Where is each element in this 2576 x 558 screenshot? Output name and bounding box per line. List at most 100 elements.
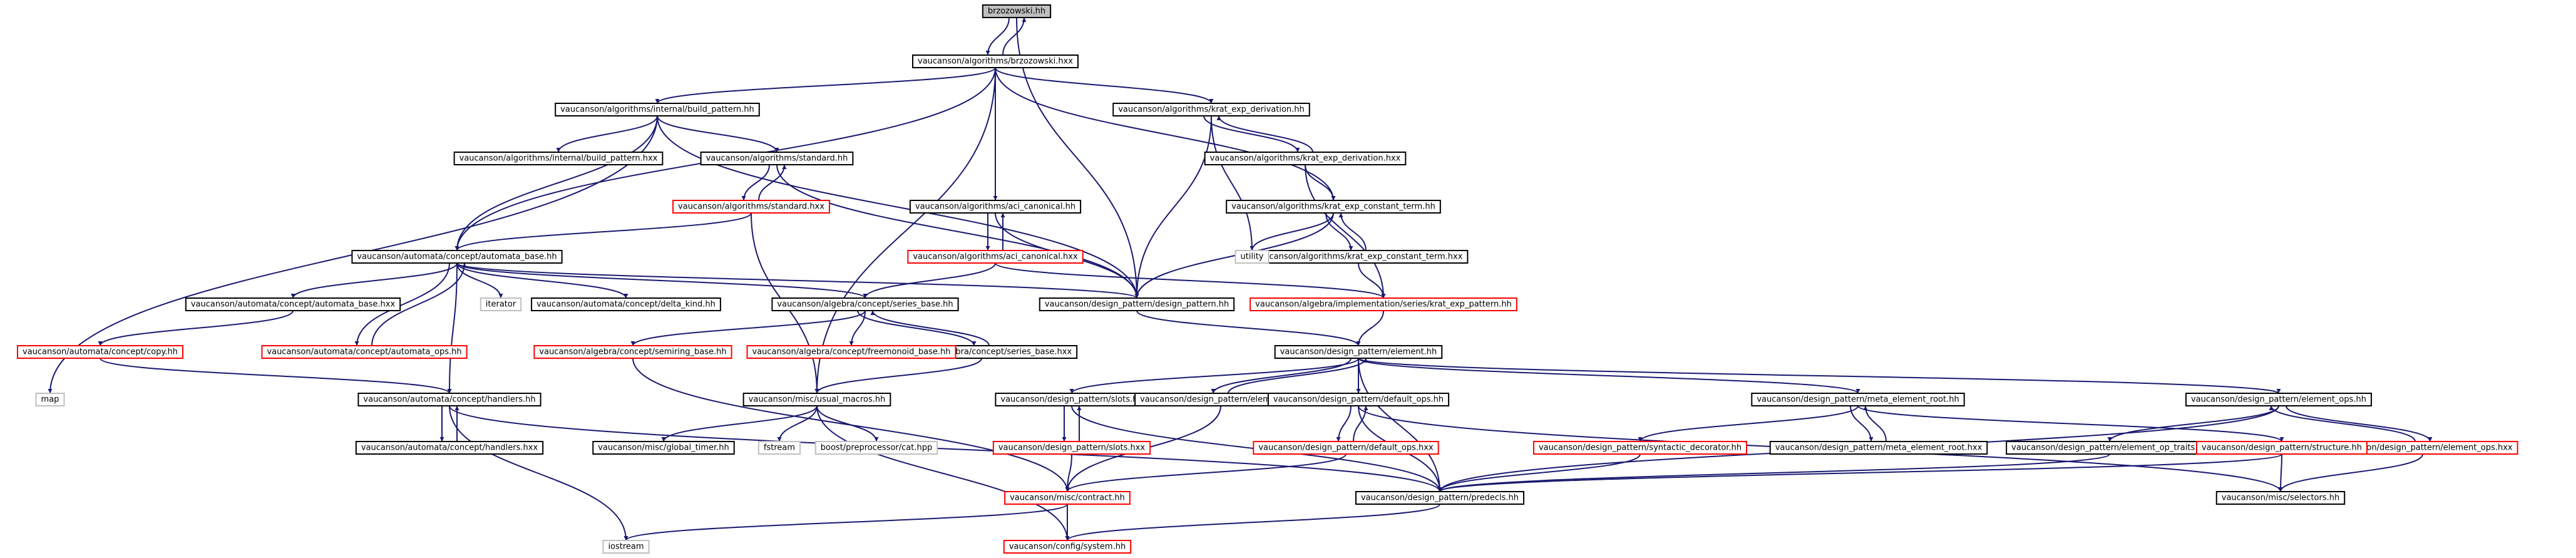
node-brz[interactable]: brzozowski.hh xyxy=(982,4,1052,18)
node-buildpathxx[interactable]: vaucanson/algorithms/internal/build_patt… xyxy=(453,152,664,165)
node-label: vaucanson/design_pattern/slots.hh xyxy=(1000,395,1142,405)
node-sbase[interactable]: vaucanson/algebra/concept/series_base.hh xyxy=(771,297,959,311)
node-label: vaucanson/config/system.hh xyxy=(1009,542,1126,552)
node-box xyxy=(1769,441,1988,455)
node-box xyxy=(1204,152,1407,165)
node-copy[interactable]: vaucanson/automata/concept/copy.hh xyxy=(17,345,183,359)
node-box xyxy=(602,540,650,554)
node-label: vaucanson/design_pattern/element_op_trai… xyxy=(2011,443,2208,453)
edge-elementhxx-to-element xyxy=(1228,358,1368,394)
node-defopshxx[interactable]: vaucanson/design_pattern/default_ops.hxx xyxy=(1253,441,1439,455)
edge-handlers-to-iostream xyxy=(449,405,629,541)
node-element[interactable]: vaucanson/design_pattern/element.hh xyxy=(1274,345,1443,359)
node-label: vaucanson/algebra/concept/semiring_base.… xyxy=(539,348,726,357)
node-metahxx[interactable]: vaucanson/design_pattern/meta_element_ro… xyxy=(1769,441,1988,455)
edge-buildpat-to-buildpathxx xyxy=(556,115,658,153)
edge-buildpat-to-dpat xyxy=(657,115,1139,299)
node-syntactic[interactable]: vaucanson/design_pattern/syntactic_decor… xyxy=(1532,441,1748,455)
node-dpat[interactable]: vaucanson/design_pattern/design_pattern.… xyxy=(1039,297,1235,311)
node-brzhxx[interactable]: vaucanson/algorithms/brzozowski.hxx xyxy=(912,54,1079,68)
edge-abase-to-abasehxx xyxy=(290,262,458,299)
node-box xyxy=(261,345,468,359)
node-box xyxy=(351,250,563,264)
edge-usual-to-fstream xyxy=(777,405,818,442)
node-label: map xyxy=(41,395,59,405)
edge-abase-to-delta xyxy=(456,262,629,299)
node-label: vaucanson/automata/concept/copy.hh xyxy=(23,348,178,357)
node-structure[interactable]: vaucanson/design_pattern/structure.hh xyxy=(2196,441,2368,455)
node-defops[interactable]: vaucanson/design_pattern/default_ops.hh xyxy=(1267,393,1450,406)
node-box xyxy=(1267,393,1450,406)
edge-contract-to-iostream xyxy=(623,504,1068,541)
node-standardhxx[interactable]: vaucanson/algorithms/standard.hxx xyxy=(672,200,830,214)
node-predecls[interactable]: vaucanson/design_pattern/predecls.hh xyxy=(1355,491,1525,505)
node-elophxx[interactable]: vaucanson/design_pattern/element_ops.hxx xyxy=(2327,441,2518,455)
node-label: vaucanson/automata/concept/automata_ops.… xyxy=(267,348,461,357)
node-aci[interactable]: vaucanson/algorithms/aci_canonical.hh xyxy=(909,200,1082,214)
edge-meta-to-metahxx xyxy=(1850,405,1874,442)
edge-elophxx-to-selectors xyxy=(2278,453,2423,492)
node-contract[interactable]: vaucanson/misc/contract.hh xyxy=(1004,491,1131,505)
node-system[interactable]: vaucanson/config/system.hh xyxy=(1003,540,1132,554)
edge-sbase-to-freemon xyxy=(849,310,866,346)
node-label: vaucanson/design_pattern/design_pattern.… xyxy=(1045,300,1229,309)
node-slots[interactable]: vaucanson/design_pattern/slots.hh xyxy=(995,393,1149,406)
edge-copy-to-handlers xyxy=(100,358,452,394)
node-optraits[interactable]: vaucanson/design_pattern/element_op_trai… xyxy=(2006,441,2214,455)
node-handlers[interactable]: vaucanson/automata/concept/handlers.hh xyxy=(357,393,541,406)
edge-kder-to-dpat xyxy=(1134,115,1212,299)
node-freemon[interactable]: vaucanson/algebra/concept/freemonoid_bas… xyxy=(746,345,957,359)
node-kderhxx[interactable]: vaucanson/algorithms/krat_exp_derivation… xyxy=(1204,152,1407,165)
edge-buildpat-to-abase xyxy=(454,115,658,251)
node-label: utility xyxy=(1241,252,1264,262)
node-iterator: iterator xyxy=(480,297,522,311)
node-label: vaucanson/automata/concept/automata_base… xyxy=(357,252,557,262)
node-handlershxx[interactable]: vaucanson/automata/concept/handlers.hxx xyxy=(355,441,544,455)
edge-acihxx-to-kratpat xyxy=(995,262,1386,299)
node-label: vaucanson/design_pattern/default_ops.hxx xyxy=(1258,443,1434,453)
node-label: vaucanson/algorithms/standard.hh xyxy=(706,154,848,163)
node-kratpat[interactable]: vaucanson/algebra/implementation/series/… xyxy=(1250,297,1517,311)
edge-brzhxx-to-usual xyxy=(814,67,996,394)
node-elops[interactable]: vaucanson/design_pattern/element_ops.hh xyxy=(2185,393,2373,406)
node-box xyxy=(746,345,957,359)
edge-buildpat-to-standard xyxy=(657,115,779,153)
node-box xyxy=(453,152,664,165)
node-elementhxx[interactable]: vaucanson/design_pattern/element.hxx xyxy=(1134,393,1307,406)
node-gtimer[interactable]: vaucanson/misc/global_timer.hh xyxy=(592,441,735,455)
node-abase[interactable]: vaucanson/automata/concept/automata_base… xyxy=(351,250,563,264)
node-abasehxx[interactable]: vaucanson/automata/concept/automata_base… xyxy=(185,297,401,311)
node-kder[interactable]: vaucanson/algorithms/krat_exp_derivation… xyxy=(1112,103,1310,116)
node-label: brzozowski.hh xyxy=(988,7,1045,16)
edge-element-to-elementhxx xyxy=(1211,358,1352,394)
node-usual[interactable]: vaucanson/misc/usual_macros.hh xyxy=(742,393,891,406)
node-label: vaucanson/design_pattern/element.hxx xyxy=(1140,395,1301,405)
node-utility: utility xyxy=(1234,250,1270,264)
edge-elops-to-optraits xyxy=(2107,405,2279,442)
node-box xyxy=(814,441,938,455)
node-delta[interactable]: vaucanson/automata/concept/delta_kind.hh xyxy=(531,297,721,311)
node-label: vaucanson/algorithms/standard.hxx xyxy=(678,202,824,212)
edge-sbase-to-sbasehxx xyxy=(857,310,977,346)
node-aops[interactable]: vaucanson/automata/concept/automata_ops.… xyxy=(261,345,468,359)
node-kcthxx[interactable]: vaucanson/algorithms/krat_exp_constant_t… xyxy=(1248,250,1469,264)
node-meta[interactable]: vaucanson/design_pattern/meta_element_ro… xyxy=(1751,393,1965,406)
node-label: vaucanson/algebra/concept/series_base.hh xyxy=(777,300,953,309)
node-label: vaucanson/algebra/concept/freemonoid_bas… xyxy=(752,348,951,357)
node-box xyxy=(742,393,891,406)
node-acihxx[interactable]: vaucanson/algorithms/aci_canonical.hxx xyxy=(907,250,1084,264)
node-slotshxx[interactable]: vaucanson/design_pattern/slots.hxx xyxy=(992,441,1151,455)
edge-optraits-to-predecls xyxy=(1437,453,2110,492)
node-buildpat[interactable]: vaucanson/algorithms/internal/build_patt… xyxy=(555,103,760,116)
edge-structure-to-predecls xyxy=(1437,453,2282,492)
node-label: vaucanson/algorithms/krat_exp_constant_t… xyxy=(1231,202,1435,212)
node-semiring[interactable]: vaucanson/algebra/concept/semiring_base.… xyxy=(533,345,732,359)
edge-usual-to-boostcat xyxy=(816,405,879,442)
node-standard[interactable]: vaucanson/algorithms/standard.hh xyxy=(700,152,854,165)
node-label: vaucanson/design_pattern/element_ops.hxx xyxy=(2332,443,2513,453)
node-selectors[interactable]: vaucanson/misc/selectors.hh xyxy=(2215,491,2346,505)
node-kct[interactable]: vaucanson/algorithms/krat_exp_constant_t… xyxy=(1226,200,1441,214)
edge-kder-to-kderhxx xyxy=(1203,115,1300,153)
edge-meta-to-structure xyxy=(1857,405,2284,442)
